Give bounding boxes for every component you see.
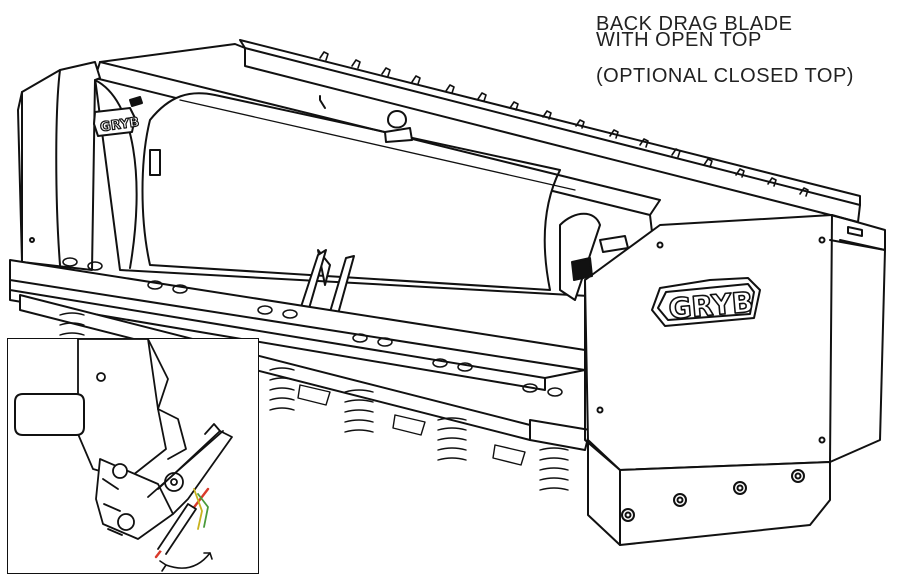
rear-studs — [319, 51, 809, 197]
trip-springs — [59, 312, 569, 491]
beam-bolts — [62, 257, 563, 397]
right-logo: GRYB — [651, 277, 761, 327]
left-logo: GRYB — [93, 107, 141, 137]
svg-text:GRYB: GRYB — [667, 285, 754, 325]
caption-line-2: WITH OPEN TOP — [596, 29, 762, 51]
blade-position-green — [197, 493, 209, 528]
blade-detail-inset — [7, 338, 259, 574]
blade-detail-drawing — [14, 339, 233, 572]
blade-position-yellow — [193, 488, 203, 530]
caption-line-3: (OPTIONAL CLOSED TOP) — [596, 65, 854, 87]
right-end-plate — [559, 212, 886, 546]
caption-line-1: BACK DRAG BLADE — [596, 13, 793, 35]
moldboard — [94, 43, 661, 315]
curved-double-arrow-icon — [159, 552, 213, 572]
svg-text:GRYB: GRYB — [99, 115, 140, 135]
